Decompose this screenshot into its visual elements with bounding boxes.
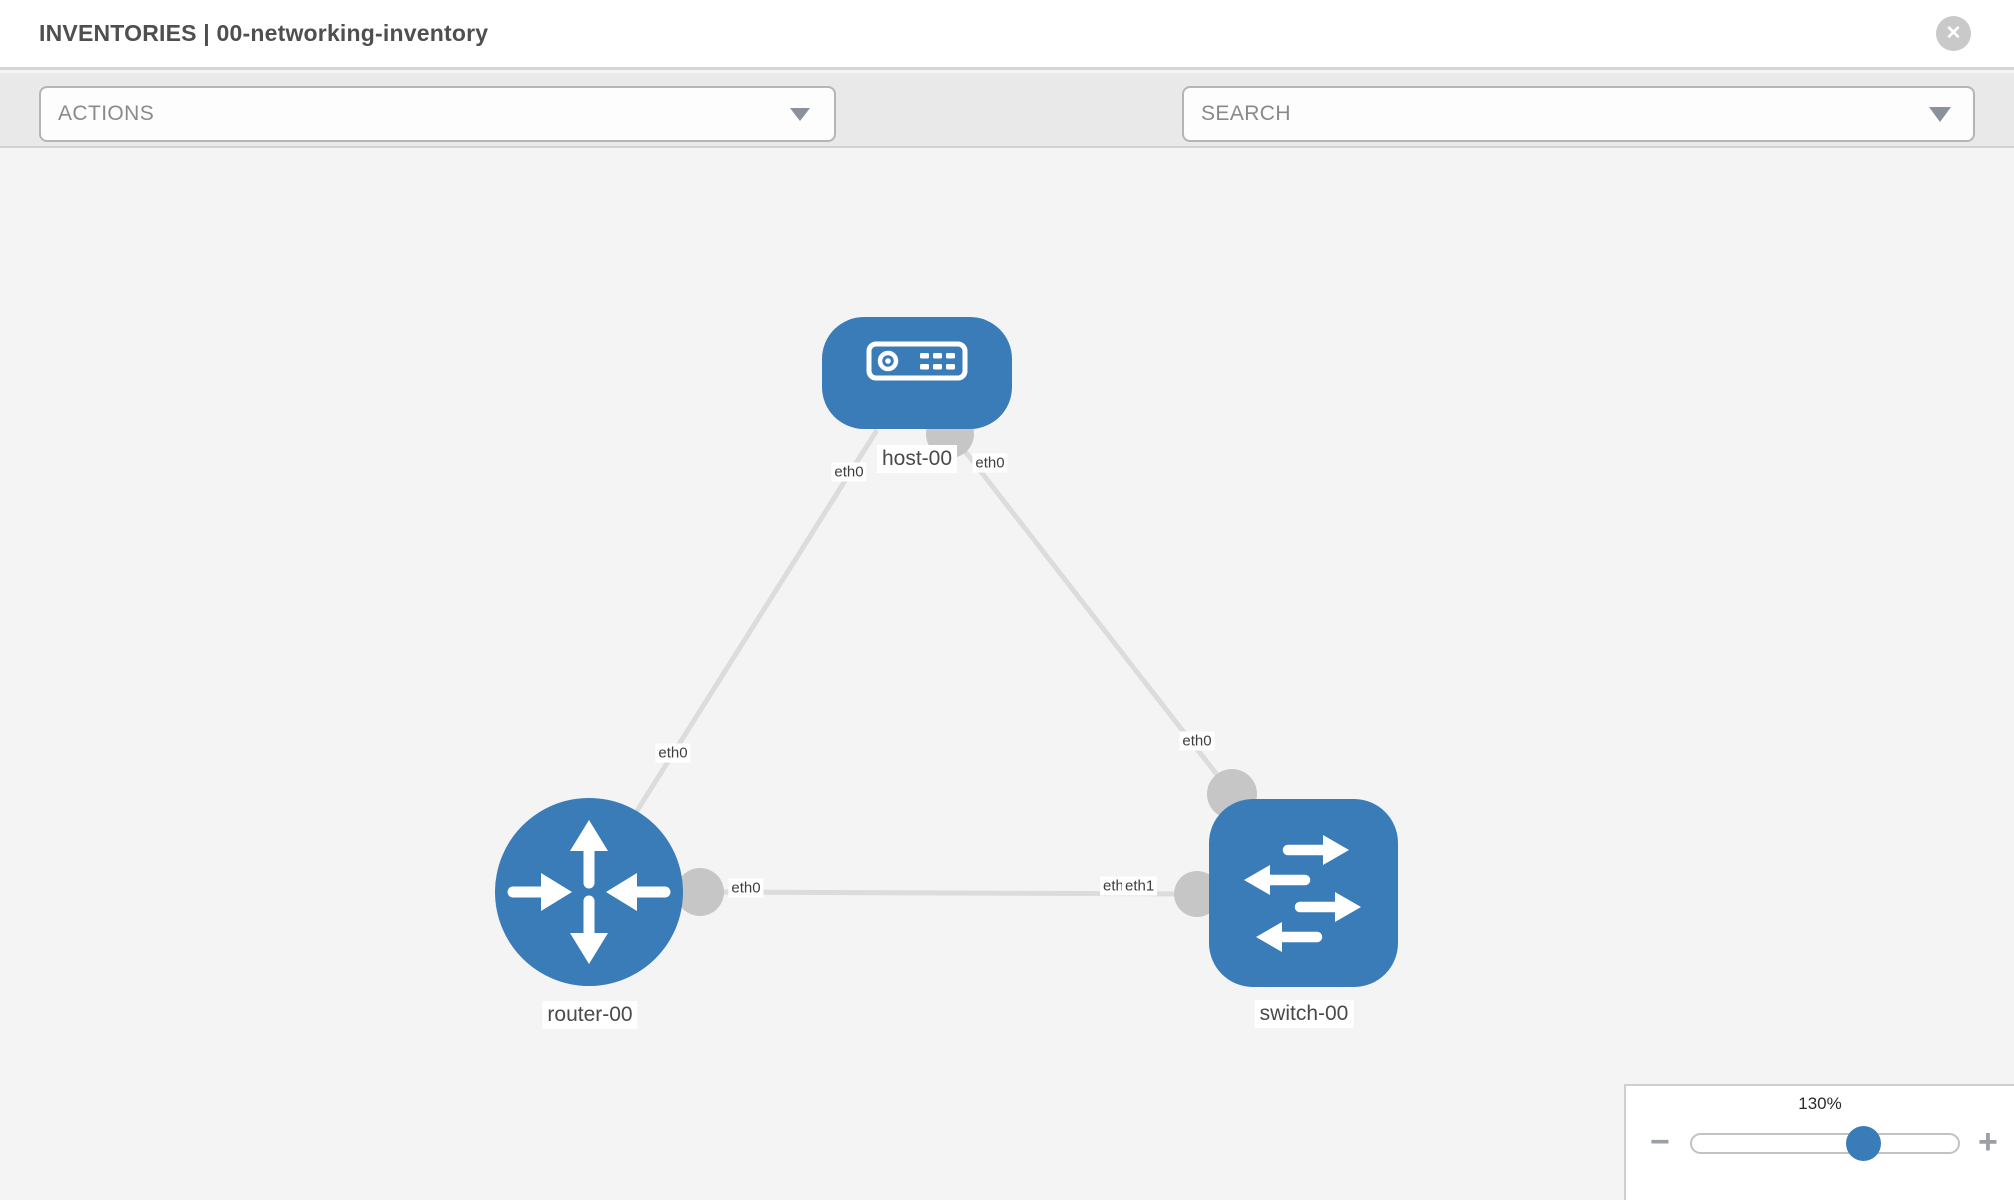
chevron-down-icon xyxy=(1929,106,1951,122)
actions-dropdown-label: ACTIONS xyxy=(58,102,155,125)
interface-label: eth0 xyxy=(1179,731,1215,751)
interface-label: eth0 xyxy=(655,743,691,763)
link-host-router xyxy=(627,428,880,824)
interface-label: eth0 xyxy=(831,462,867,482)
node-host[interactable] xyxy=(822,317,1012,429)
port-switch-left xyxy=(1174,871,1220,917)
link-lines xyxy=(627,428,1234,897)
toolbar: ACTIONS SEARCH xyxy=(0,73,2014,200)
search-input[interactable]: SEARCH xyxy=(1182,86,1975,142)
topology-canvas[interactable]: eth0 eth0 eth0 eth0 eth0 eth0 eth1 host-… xyxy=(0,150,2014,1200)
header-bar: INVENTORIES | 00-networking-inventory ✕ xyxy=(0,0,2014,70)
node-label-router: router-00 xyxy=(542,1001,638,1029)
search-placeholder: SEARCH xyxy=(1201,102,1291,125)
port-router-right xyxy=(676,868,724,916)
host-icon xyxy=(866,341,968,381)
interface-label: eth0 xyxy=(728,878,764,898)
zoom-panel: 130% − + xyxy=(1624,1084,2014,1200)
actions-dropdown[interactable]: ACTIONS xyxy=(39,86,836,142)
port-circles xyxy=(676,410,1257,917)
chevron-down-icon xyxy=(790,107,810,121)
zoom-level: 130% xyxy=(1798,1094,1842,1113)
page-title: INVENTORIES | 00-networking-inventory xyxy=(39,20,489,46)
zoom-slider-thumb[interactable] xyxy=(1846,1126,1881,1161)
interface-label: eth1 xyxy=(1122,876,1158,896)
interface-label: eth0 xyxy=(972,453,1008,473)
node-label-host: host-00 xyxy=(876,445,958,473)
zoom-out-button[interactable]: − xyxy=(1650,1123,1670,1161)
node-router[interactable] xyxy=(495,798,683,986)
zoom-in-button[interactable]: + xyxy=(1978,1123,1998,1161)
node-switch[interactable] xyxy=(1209,799,1398,987)
node-label-switch: switch-00 xyxy=(1254,1000,1354,1028)
switch-icon xyxy=(1244,835,1361,952)
zoom-slider-track[interactable] xyxy=(1690,1133,1960,1154)
close-icon[interactable]: ✕ xyxy=(1936,16,1971,51)
router-icon xyxy=(507,820,671,964)
